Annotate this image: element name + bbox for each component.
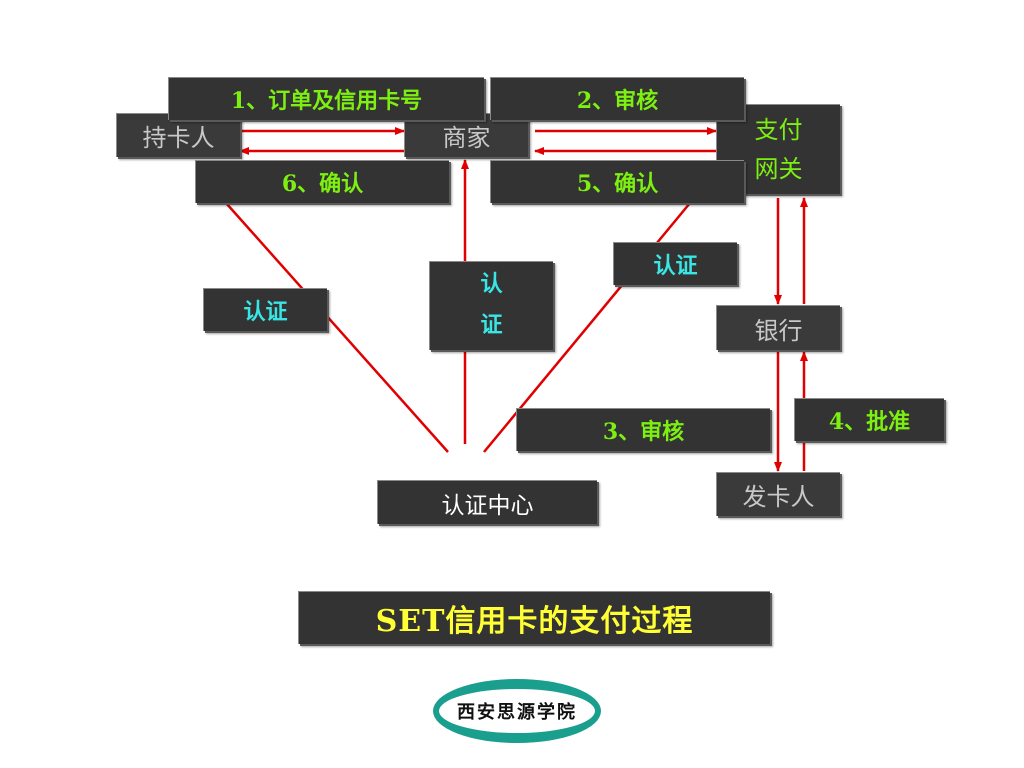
auth-right-text: 认证 bbox=[653, 254, 698, 279]
step-5-label: 5、确认 bbox=[490, 160, 744, 203]
node-gateway-line1: 支付 bbox=[754, 116, 803, 145]
step-3-label: 3、审核 bbox=[516, 408, 770, 451]
node-merchant: 商家 bbox=[404, 113, 528, 157]
auth-left-text: 认证 bbox=[243, 300, 288, 325]
diagram-title-text: SET信用卡的支付过程 bbox=[375, 604, 694, 639]
step-4-label: 4、批准 bbox=[794, 398, 944, 441]
step-6-label: 6、确认 bbox=[195, 160, 449, 203]
step-6-text: 6、确认 bbox=[281, 171, 364, 197]
step-1-text: 1、订单及信用卡号 bbox=[230, 88, 423, 114]
node-certificate-authority: 认证中心 bbox=[377, 480, 597, 524]
step-2-label: 2、审核 bbox=[490, 77, 744, 120]
logo-ring-icon bbox=[433, 679, 601, 743]
step-5-text: 5、确认 bbox=[576, 171, 659, 197]
auth-center-line1: 认 bbox=[480, 272, 503, 298]
auth-center-line2: 证 bbox=[480, 313, 503, 338]
step-1-label: 1、订单及信用卡号 bbox=[168, 77, 484, 120]
node-merchant-label: 商家 bbox=[442, 124, 491, 152]
node-bank: 银行 bbox=[716, 305, 840, 350]
node-gateway-line2: 网关 bbox=[754, 154, 803, 183]
line-ca-to-cardholder bbox=[225, 202, 449, 453]
step-3-text: 3、审核 bbox=[602, 419, 685, 445]
logo-text: 西安思源学院 bbox=[457, 702, 577, 723]
auth-left-label: 认证 bbox=[203, 288, 327, 331]
step-2-text: 2、审核 bbox=[576, 88, 659, 114]
node-issuer-label: 发卡人 bbox=[742, 483, 815, 511]
school-logo: 西安思源学院 bbox=[430, 676, 604, 746]
node-bank-label: 银行 bbox=[754, 316, 803, 345]
node-cardholder: 持卡人 bbox=[116, 113, 240, 157]
node-issuer: 发卡人 bbox=[716, 472, 840, 516]
node-cardholder-label: 持卡人 bbox=[142, 124, 215, 152]
auth-center-label: 认 证 bbox=[429, 261, 553, 350]
node-ca-label: 认证中心 bbox=[441, 492, 534, 519]
step-4-text: 4、批准 bbox=[828, 409, 911, 435]
auth-right-label: 认证 bbox=[613, 242, 737, 285]
diagram-title: SET信用卡的支付过程 bbox=[298, 591, 770, 644]
